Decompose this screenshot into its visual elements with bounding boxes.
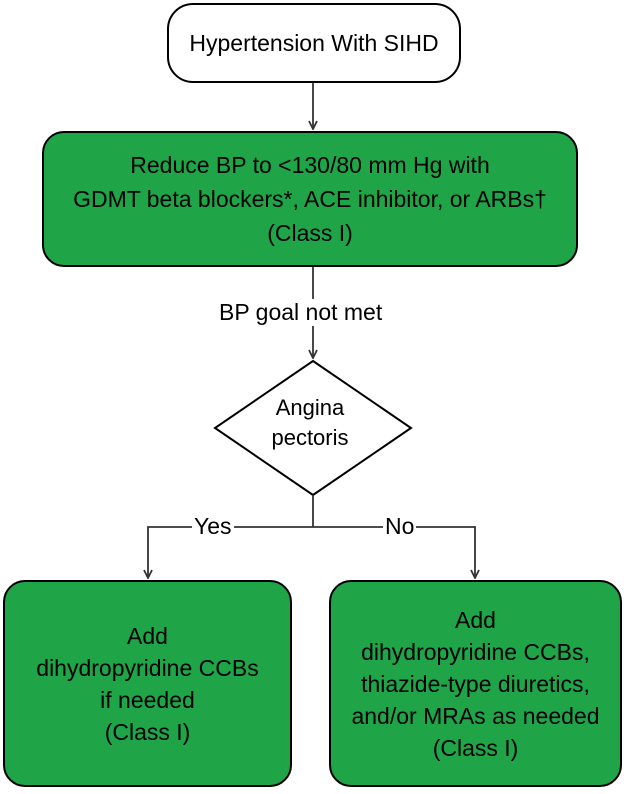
yes-outcome-line-1: Add [127,622,168,649]
no-outcome-line-4: and/or MRAs as needed [351,702,600,729]
no-outcome-node: Add dihydropyridine CCBs, thiazide-type … [329,580,622,787]
edge-label-bp-goal: BP goal not met [217,299,385,326]
start-node-label: Hypertension With SIHD [189,29,439,56]
arrow-yes-branch [148,526,313,578]
edge-label-no: No [383,513,417,540]
step1-line-3: (Class I) [267,220,353,246]
no-outcome-line-1: Add [455,606,496,633]
decision-node-label: Angina pectoris [250,393,370,453]
start-node: Hypertension With SIHD [167,3,461,83]
step1-line-1: Reduce BP to <130/80 mm Hg with [130,152,490,178]
decision-line-1: Angina [275,395,345,420]
yes-outcome-line-4: (Class I) [104,718,191,745]
edge-label-yes: Yes [192,513,234,540]
no-outcome-line-3: thiazide-type diuretics, [361,670,590,697]
no-outcome-line-2: dihydropyridine CCBs, [361,638,590,665]
yes-outcome-node: Add dihydropyridine CCBs if needed (Clas… [3,580,292,787]
arrow-no-branch [313,526,475,578]
step1-node: Reduce BP to <130/80 mm Hg with GDMT bet… [42,131,578,267]
no-outcome-line-5: (Class I) [432,734,519,761]
yes-outcome-line-3: if needed [100,686,195,713]
yes-outcome-line-2: dihydropyridine CCBs [36,654,259,681]
step1-line-2: GDMT beta blockers*, ACE inhibitor, or A… [73,186,547,212]
decision-line-2: pectoris [271,425,349,450]
